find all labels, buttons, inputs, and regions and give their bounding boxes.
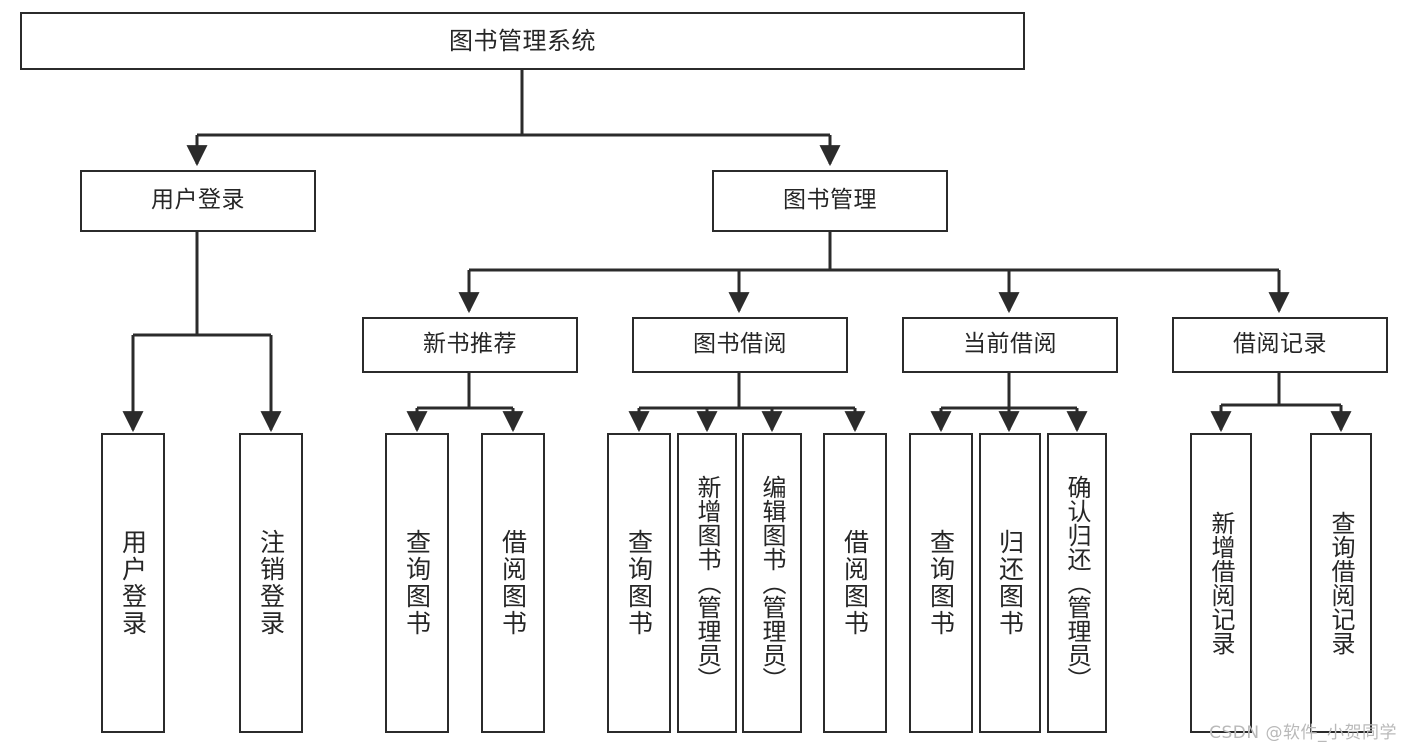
node-book-borrow-label: 图书借阅 (693, 331, 787, 358)
node-leaf-query-book-borrow-label: 查询图书 (624, 529, 654, 637)
node-leaf-user-login[interactable]: 用户登录 (101, 433, 165, 733)
node-leaf-edit-book-admin-label: 编辑图书（管理员） (758, 475, 786, 691)
node-user-login[interactable]: 用户登录 (80, 170, 316, 232)
node-leaf-user-login-label: 用户登录 (118, 529, 148, 637)
node-leaf-logout-label: 注销登录 (256, 529, 286, 637)
node-leaf-query-book-borrow[interactable]: 查询图书 (607, 433, 671, 733)
node-leaf-query-book-current-label: 查询图书 (926, 529, 956, 637)
node-leaf-borrow-book-label: 借阅图书 (840, 529, 870, 637)
node-leaf-add-borrow-record-label: 新增借阅记录 (1207, 511, 1235, 655)
node-leaf-confirm-return-admin-label: 确认归还（管理员） (1063, 475, 1091, 691)
node-borrow-record-label: 借阅记录 (1233, 331, 1327, 358)
node-leaf-query-book-new-label: 查询图书 (402, 529, 432, 637)
node-current-borrow[interactable]: 当前借阅 (902, 317, 1118, 373)
node-new-book-recommend-label: 新书推荐 (423, 331, 517, 358)
node-leaf-logout[interactable]: 注销登录 (239, 433, 303, 733)
node-user-login-label: 用户登录 (151, 187, 245, 214)
node-leaf-add-book-admin[interactable]: 新增图书（管理员） (677, 433, 737, 733)
node-leaf-query-borrow-record[interactable]: 查询借阅记录 (1310, 433, 1372, 733)
node-new-book-recommend[interactable]: 新书推荐 (362, 317, 578, 373)
node-book-management[interactable]: 图书管理 (712, 170, 948, 232)
node-leaf-add-borrow-record[interactable]: 新增借阅记录 (1190, 433, 1252, 733)
node-leaf-return-book-label: 归还图书 (995, 529, 1025, 637)
csdn-watermark: CSDN @软件_小贺同学 (1209, 723, 1397, 743)
node-leaf-return-book[interactable]: 归还图书 (979, 433, 1041, 733)
node-leaf-borrow-book-new-label: 借阅图书 (498, 529, 528, 637)
node-leaf-add-book-admin-label: 新增图书（管理员） (693, 475, 721, 691)
node-current-borrow-label: 当前借阅 (963, 331, 1057, 358)
node-root-label: 图书管理系统 (449, 26, 596, 55)
node-book-management-label: 图书管理 (783, 187, 877, 214)
node-leaf-confirm-return-admin[interactable]: 确认归还（管理员） (1047, 433, 1107, 733)
node-leaf-query-borrow-record-label: 查询借阅记录 (1327, 511, 1355, 655)
node-leaf-query-book-current[interactable]: 查询图书 (909, 433, 973, 733)
node-leaf-edit-book-admin[interactable]: 编辑图书（管理员） (742, 433, 802, 733)
node-leaf-query-book-new[interactable]: 查询图书 (385, 433, 449, 733)
node-leaf-borrow-book-new[interactable]: 借阅图书 (481, 433, 545, 733)
node-root[interactable]: 图书管理系统 (20, 12, 1025, 70)
node-book-borrow[interactable]: 图书借阅 (632, 317, 848, 373)
node-leaf-borrow-book[interactable]: 借阅图书 (823, 433, 887, 733)
node-borrow-record[interactable]: 借阅记录 (1172, 317, 1388, 373)
